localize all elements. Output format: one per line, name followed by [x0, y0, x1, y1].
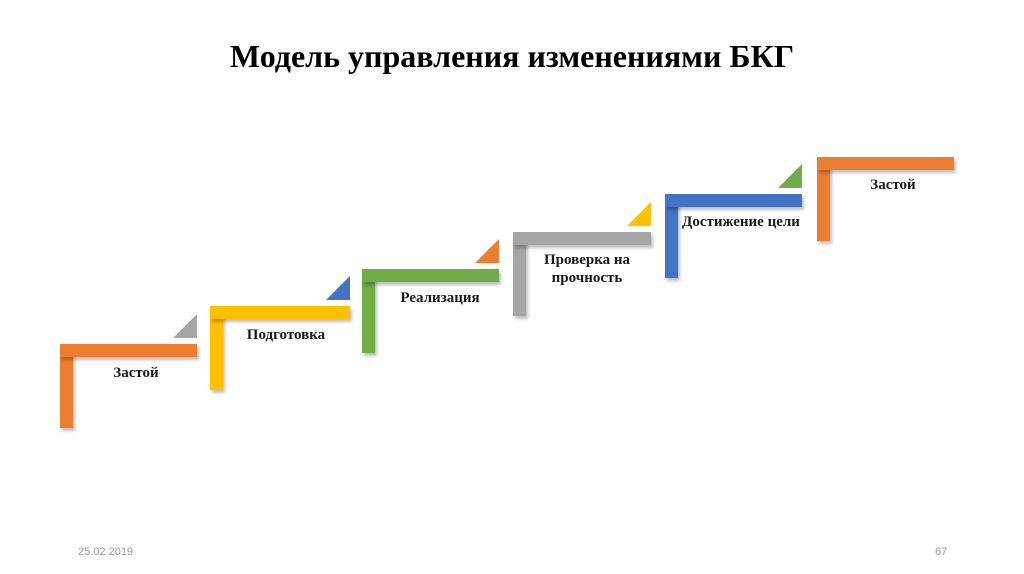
step-bar-horizontal [817, 157, 954, 170]
slide-page-number: 67 [935, 546, 948, 558]
step-label: Застой [113, 365, 159, 381]
step-bar-horizontal [210, 306, 350, 319]
step-1 [60, 344, 197, 428]
step-corner-marker [475, 239, 499, 263]
step-corner-marker [173, 314, 197, 338]
step-6 [817, 157, 954, 241]
step-corner-marker [627, 202, 651, 226]
step-5 [665, 194, 802, 278]
step-2 [210, 306, 350, 390]
step-bar-vertical [362, 269, 375, 353]
slide-date: 25.02.2019 [78, 546, 134, 558]
step-label: Проверка на прочность [543, 252, 631, 286]
step-bar-horizontal [513, 232, 651, 245]
step-bar-horizontal [362, 269, 499, 282]
step-bar-vertical [665, 194, 678, 278]
step-label: Достижение цели [682, 214, 800, 230]
step-bar-horizontal [665, 194, 802, 207]
slide-title: Модель управления изменениями БКГ [229, 38, 795, 74]
step-label: Подготовка [246, 327, 326, 343]
step-corner-marker [326, 276, 350, 300]
step-bar-horizontal [60, 344, 197, 357]
step-bar-vertical [817, 157, 830, 241]
step-corner-marker [778, 164, 802, 188]
step-3 [362, 269, 499, 353]
step-label: Реализация [400, 290, 480, 306]
step-bar-vertical [513, 232, 526, 316]
step-4 [513, 232, 651, 316]
step-label: Застой [870, 177, 916, 193]
step-bar-vertical [60, 344, 73, 428]
step-bar-vertical [210, 306, 223, 390]
